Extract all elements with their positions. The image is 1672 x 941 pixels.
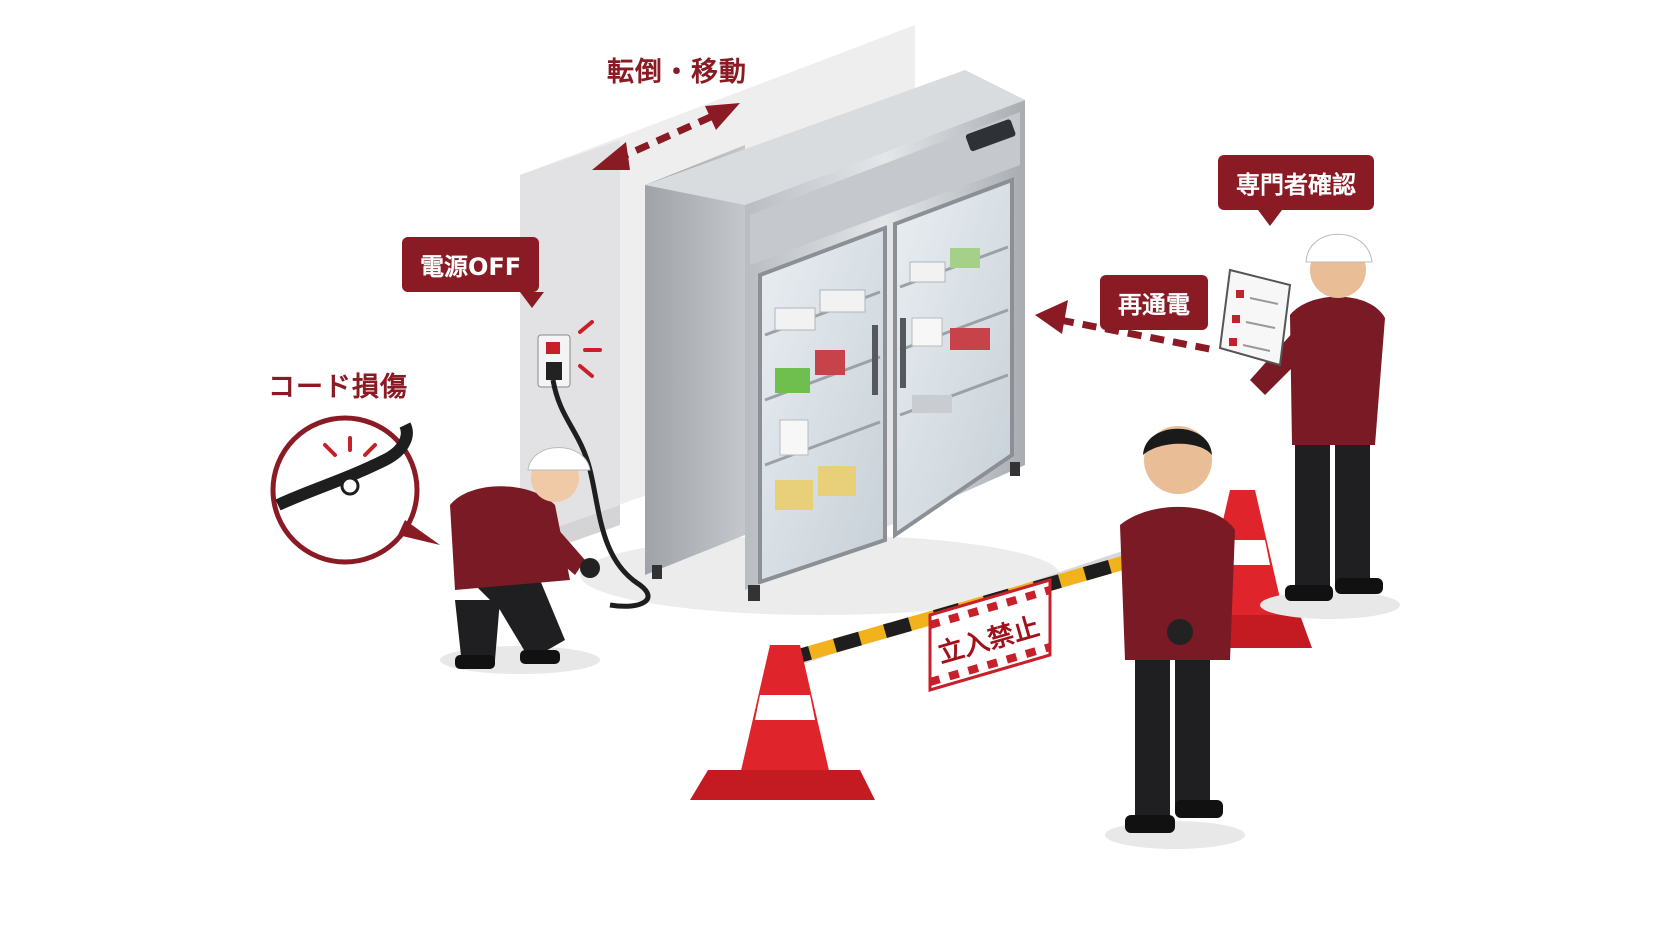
floor-shadow [580, 535, 1060, 615]
refrigerator [645, 70, 1025, 601]
magnifier-callout-icon [270, 415, 440, 565]
power-off-tag: 電源OFF [402, 237, 545, 308]
control-panel [965, 119, 1016, 152]
door-handle-left [872, 325, 878, 395]
clipboard-icon [1218, 268, 1292, 367]
no-entry-sign [928, 578, 1052, 692]
double-arrow-icon [592, 103, 740, 170]
power-outlet-icon [537, 320, 651, 609]
tip-move-label: 転倒・移動 [607, 57, 747, 88]
cord-damage-label: コード損傷 [268, 372, 408, 403]
expert-check-tag: 専門者確認 [1218, 155, 1374, 226]
dashed-arrow-icon [1035, 300, 1216, 354]
kneeling-worker [440, 447, 600, 674]
guard-worker [1105, 426, 1245, 849]
inspector-worker [1218, 233, 1400, 619]
re-energize-tag: 再通電 [1100, 275, 1208, 330]
door-handle-right [900, 318, 906, 388]
